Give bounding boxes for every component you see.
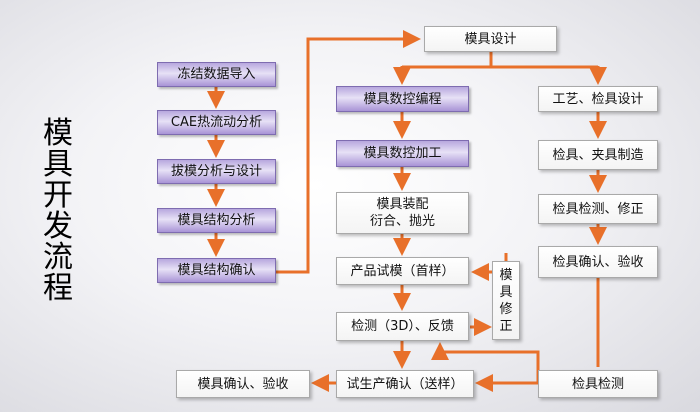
node-structure-analysis: 模具结构分析 bbox=[157, 208, 276, 233]
node-draft-analysis: 拔模分析与设计 bbox=[157, 159, 276, 184]
node-cae-analysis: CAE热流动分析 bbox=[157, 110, 276, 135]
title-char: 开 bbox=[43, 178, 73, 213]
arrow-check-to-feedback bbox=[431, 342, 540, 383]
title-char: 程 bbox=[43, 271, 73, 306]
node-trial-production: 试生产确认（送样） bbox=[336, 370, 474, 398]
node-mold-accept: 模具确认、验收 bbox=[176, 370, 310, 398]
node-gauge-inspection: 检具检测 bbox=[538, 370, 658, 398]
node-cnc-programming: 模具数控编程 bbox=[336, 86, 469, 112]
repair-char: 具 bbox=[499, 284, 513, 300]
node-mold-repair: 模 具 修 正 bbox=[492, 261, 520, 340]
node-mold-design: 模具设计 bbox=[424, 26, 557, 52]
node-cnc-machining: 模具数控加工 bbox=[336, 140, 469, 167]
node-inspection-feedback: 检测（3D）、反馈 bbox=[336, 312, 469, 341]
node-gauge-fixture-make: 检具、夹具制造 bbox=[538, 140, 658, 170]
arrow-to-design bbox=[276, 30, 421, 274]
node-gauge-check-fix: 检具检测、修正 bbox=[538, 194, 658, 224]
title-char: 具 bbox=[43, 147, 73, 182]
node-trial-mold: 产品试模（首样） bbox=[336, 257, 469, 285]
title-char: 流 bbox=[43, 240, 73, 275]
node-mold-assembly: 模具装配 衍合、抛光 bbox=[336, 192, 469, 234]
repair-char: 修 bbox=[499, 301, 513, 317]
node-freeze-data-import: 冻结数据导入 bbox=[157, 62, 276, 87]
node-process-gauge-design: 工艺、检具设计 bbox=[538, 86, 658, 112]
repair-char: 正 bbox=[499, 318, 513, 334]
process-title: 模 具 开 发 流 程 bbox=[38, 118, 78, 304]
repair-char: 模 bbox=[499, 267, 513, 283]
node-gauge-confirm: 检具确认、验收 bbox=[538, 246, 658, 278]
title-char: 模 bbox=[43, 116, 73, 151]
title-char: 发 bbox=[43, 209, 73, 244]
node-structure-confirm: 模具结构确认 bbox=[157, 258, 276, 283]
